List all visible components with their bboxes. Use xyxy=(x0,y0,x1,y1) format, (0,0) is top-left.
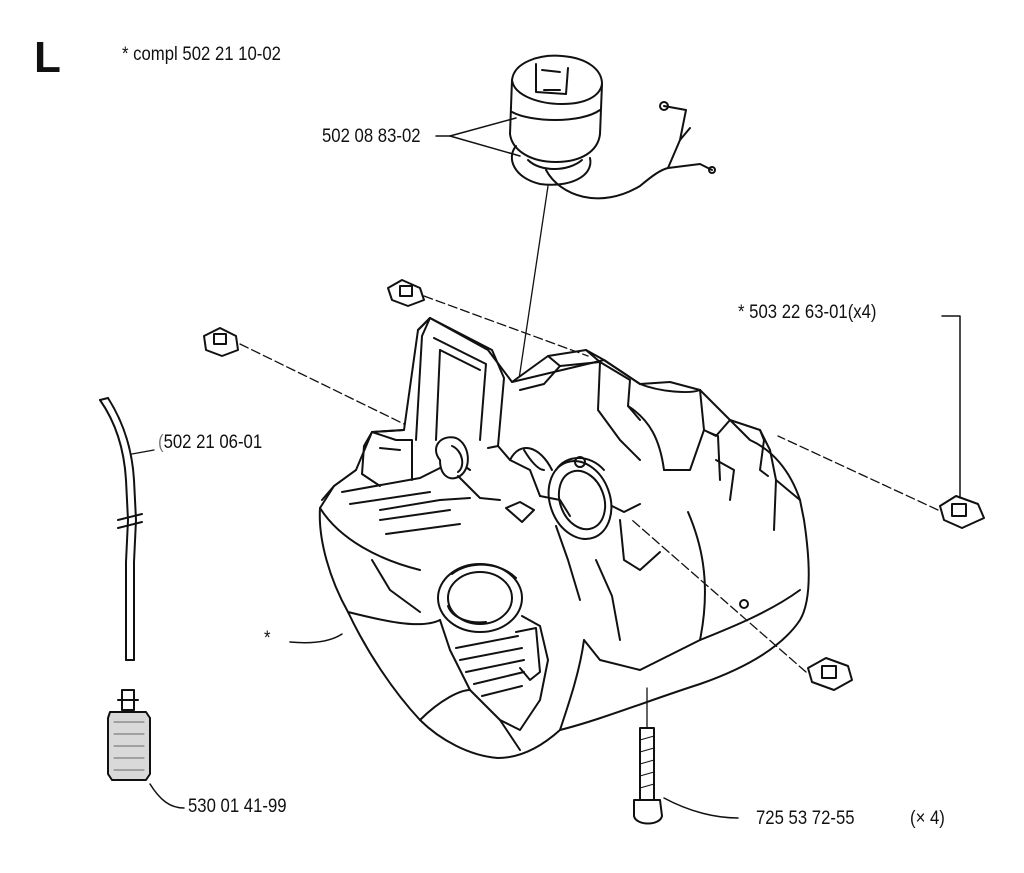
nut-icon[interactable] xyxy=(203,327,239,357)
nut-part-number: * 503 22 63-01(x4) xyxy=(738,302,877,323)
nut-icon[interactable] xyxy=(939,495,985,529)
fuel-hose-icon[interactable] xyxy=(99,397,143,661)
hose-prefix: ( xyxy=(158,432,164,453)
screw-icon[interactable] xyxy=(633,727,663,825)
section-letter: L xyxy=(34,33,61,82)
fuel-hose-number: 502 21 06-01 xyxy=(163,432,263,453)
screw-part-number: 725 53 72-55 xyxy=(756,808,855,829)
assembly-label: * compl 502 21 10-02 xyxy=(122,44,281,65)
cap-tether-icon xyxy=(545,101,716,200)
fuel-hose-part-number: (502 21 06-01 xyxy=(158,432,262,454)
fuel-filter-part-number: 530 01 41-99 xyxy=(188,796,287,817)
screw-quantity: (× 4) xyxy=(910,808,945,829)
fuel-cap-part-number: 502 08 83-02 xyxy=(322,126,421,147)
fuel-cap-icon[interactable] xyxy=(509,54,603,186)
fuel-tank-icon[interactable] xyxy=(318,317,810,759)
nut-icon[interactable] xyxy=(387,279,425,307)
fuel-tank-marker: * xyxy=(264,628,271,649)
nut-icon[interactable] xyxy=(807,657,853,691)
fuel-filter-icon[interactable] xyxy=(107,689,151,781)
